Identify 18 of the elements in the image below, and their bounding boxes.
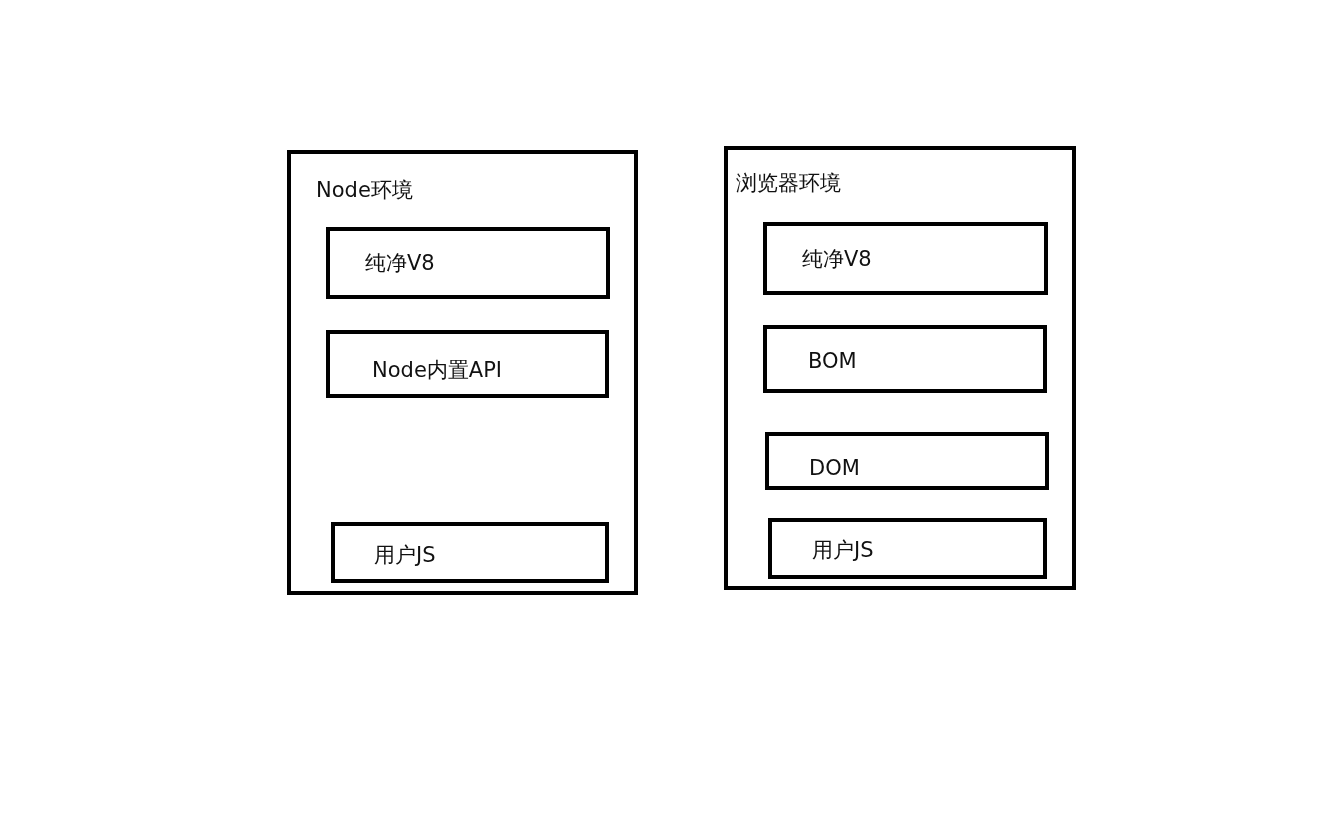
box-title: Node环境 [316,177,413,203]
environment-box [724,146,1076,590]
box-label: DOM [809,455,860,481]
layer-box [331,522,609,583]
box-label: 用户JS [812,537,874,563]
box-label: 纯净V8 [365,250,435,276]
environment-box [287,150,638,595]
box-label: 纯净V8 [802,246,872,272]
layer-box [768,518,1047,579]
layer-box [326,330,609,398]
box-label: Node内置API [372,357,503,383]
layer-box [763,222,1048,295]
layer-box [763,325,1047,393]
layer-box [326,227,610,299]
box-label: BOM [808,348,857,374]
layer-box [765,432,1049,490]
box-title: 浏览器环境 [736,170,841,196]
box-label: 用户JS [374,542,436,568]
